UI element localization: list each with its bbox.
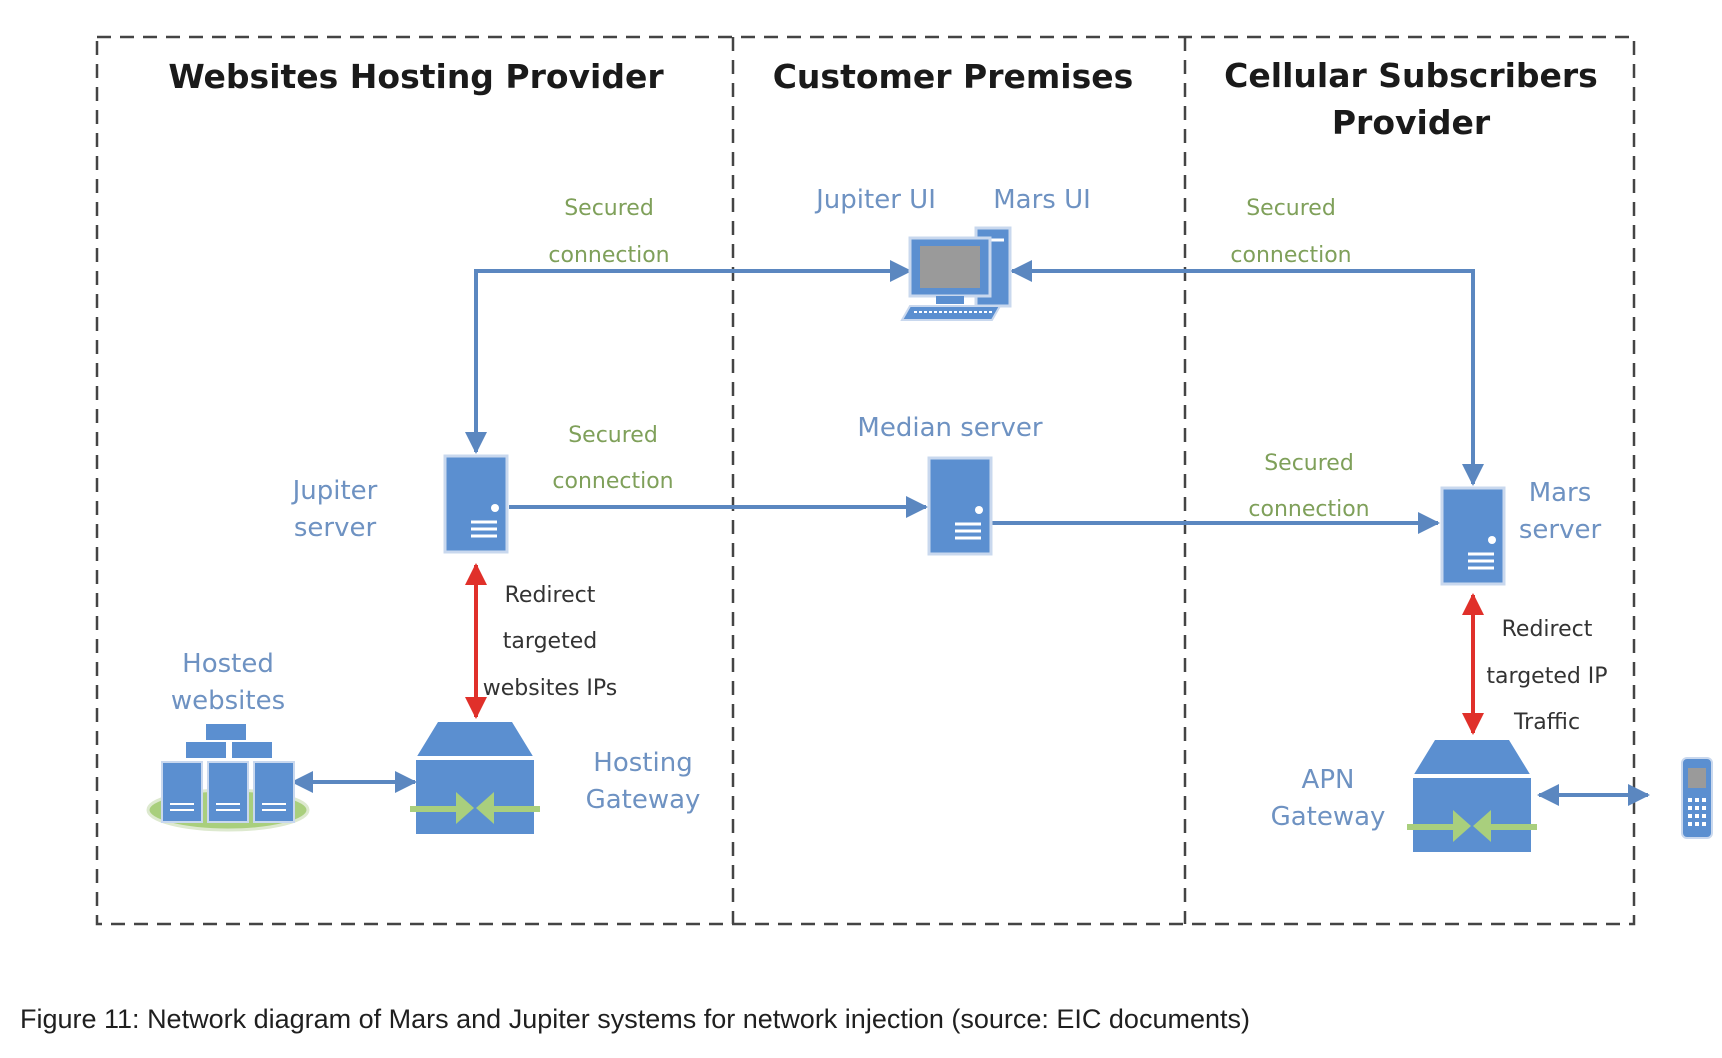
jupiter-redirect-label-3: websites IPs <box>483 676 618 701</box>
apn-gateway-label-2: Gateway <box>1271 802 1386 832</box>
apn-gateway-icon <box>1405 738 1539 854</box>
connection-label-1: connection <box>548 243 669 268</box>
arrow-mars-ui-to-mars-server <box>1010 260 1484 486</box>
hosted-websites-label-2: websites <box>171 686 285 716</box>
zone-title-hosting: Websites Hosting Provider <box>168 57 664 96</box>
hosting-gateway-label-1: Hosting <box>593 748 692 778</box>
figure-caption: Figure 11: Network diagram of Mars and J… <box>20 1004 1250 1034</box>
jupiter-redirect-label-2: targeted <box>503 629 597 654</box>
arrow-jupiter-ui-to-jupiter-server <box>465 260 912 454</box>
connection-label-2: connection <box>1230 243 1351 268</box>
hosting-gateway-icon <box>408 720 542 836</box>
zone-outer-border <box>95 35 1636 926</box>
connection-label-4: connection <box>1248 497 1369 522</box>
mars-server-label-1: Mars <box>1529 478 1592 508</box>
jupiter-server-icon <box>443 454 509 554</box>
zone-title-cellular-line2: Provider <box>1332 103 1491 142</box>
connections <box>291 260 1650 806</box>
median-server-label: Median server <box>857 413 1042 443</box>
mars-redirect-label-3: Traffic <box>1513 710 1580 735</box>
redirects <box>465 563 1484 735</box>
secured-label-4: Secured <box>1264 451 1354 476</box>
jupiter-ui-label: Jupiter UI <box>814 185 936 215</box>
mars-redirect-label-2: targeted IP <box>1486 664 1607 689</box>
apn-gateway-label-1: APN <box>1302 765 1355 795</box>
secured-label-3: Secured <box>568 423 658 448</box>
hosting-gateway-label-2: Gateway <box>586 785 701 815</box>
mars-server-label-2: server <box>1519 515 1602 545</box>
mobile-phone-icon <box>1681 757 1713 839</box>
secured-label-1: Secured <box>564 196 654 221</box>
mars-redirect-label-1: Redirect <box>1502 617 1593 642</box>
hosted-websites-icon <box>146 724 310 832</box>
connection-label-3: connection <box>552 469 673 494</box>
jupiter-redirect-label-1: Redirect <box>505 583 596 608</box>
workstation-icon <box>900 226 1012 321</box>
jupiter-server-label-2: server <box>294 513 377 543</box>
mars-ui-label: Mars UI <box>993 185 1091 215</box>
mars-server-icon <box>1440 486 1506 586</box>
zone-title-cellular-line1: Cellular Subscribers <box>1224 56 1598 95</box>
median-server-icon <box>927 456 993 556</box>
hosted-websites-label-1: Hosted <box>182 649 274 679</box>
secured-label-2: Secured <box>1246 196 1336 221</box>
zone-title-customer: Customer Premises <box>773 57 1134 96</box>
jupiter-server-label-1: Jupiter <box>291 476 378 506</box>
